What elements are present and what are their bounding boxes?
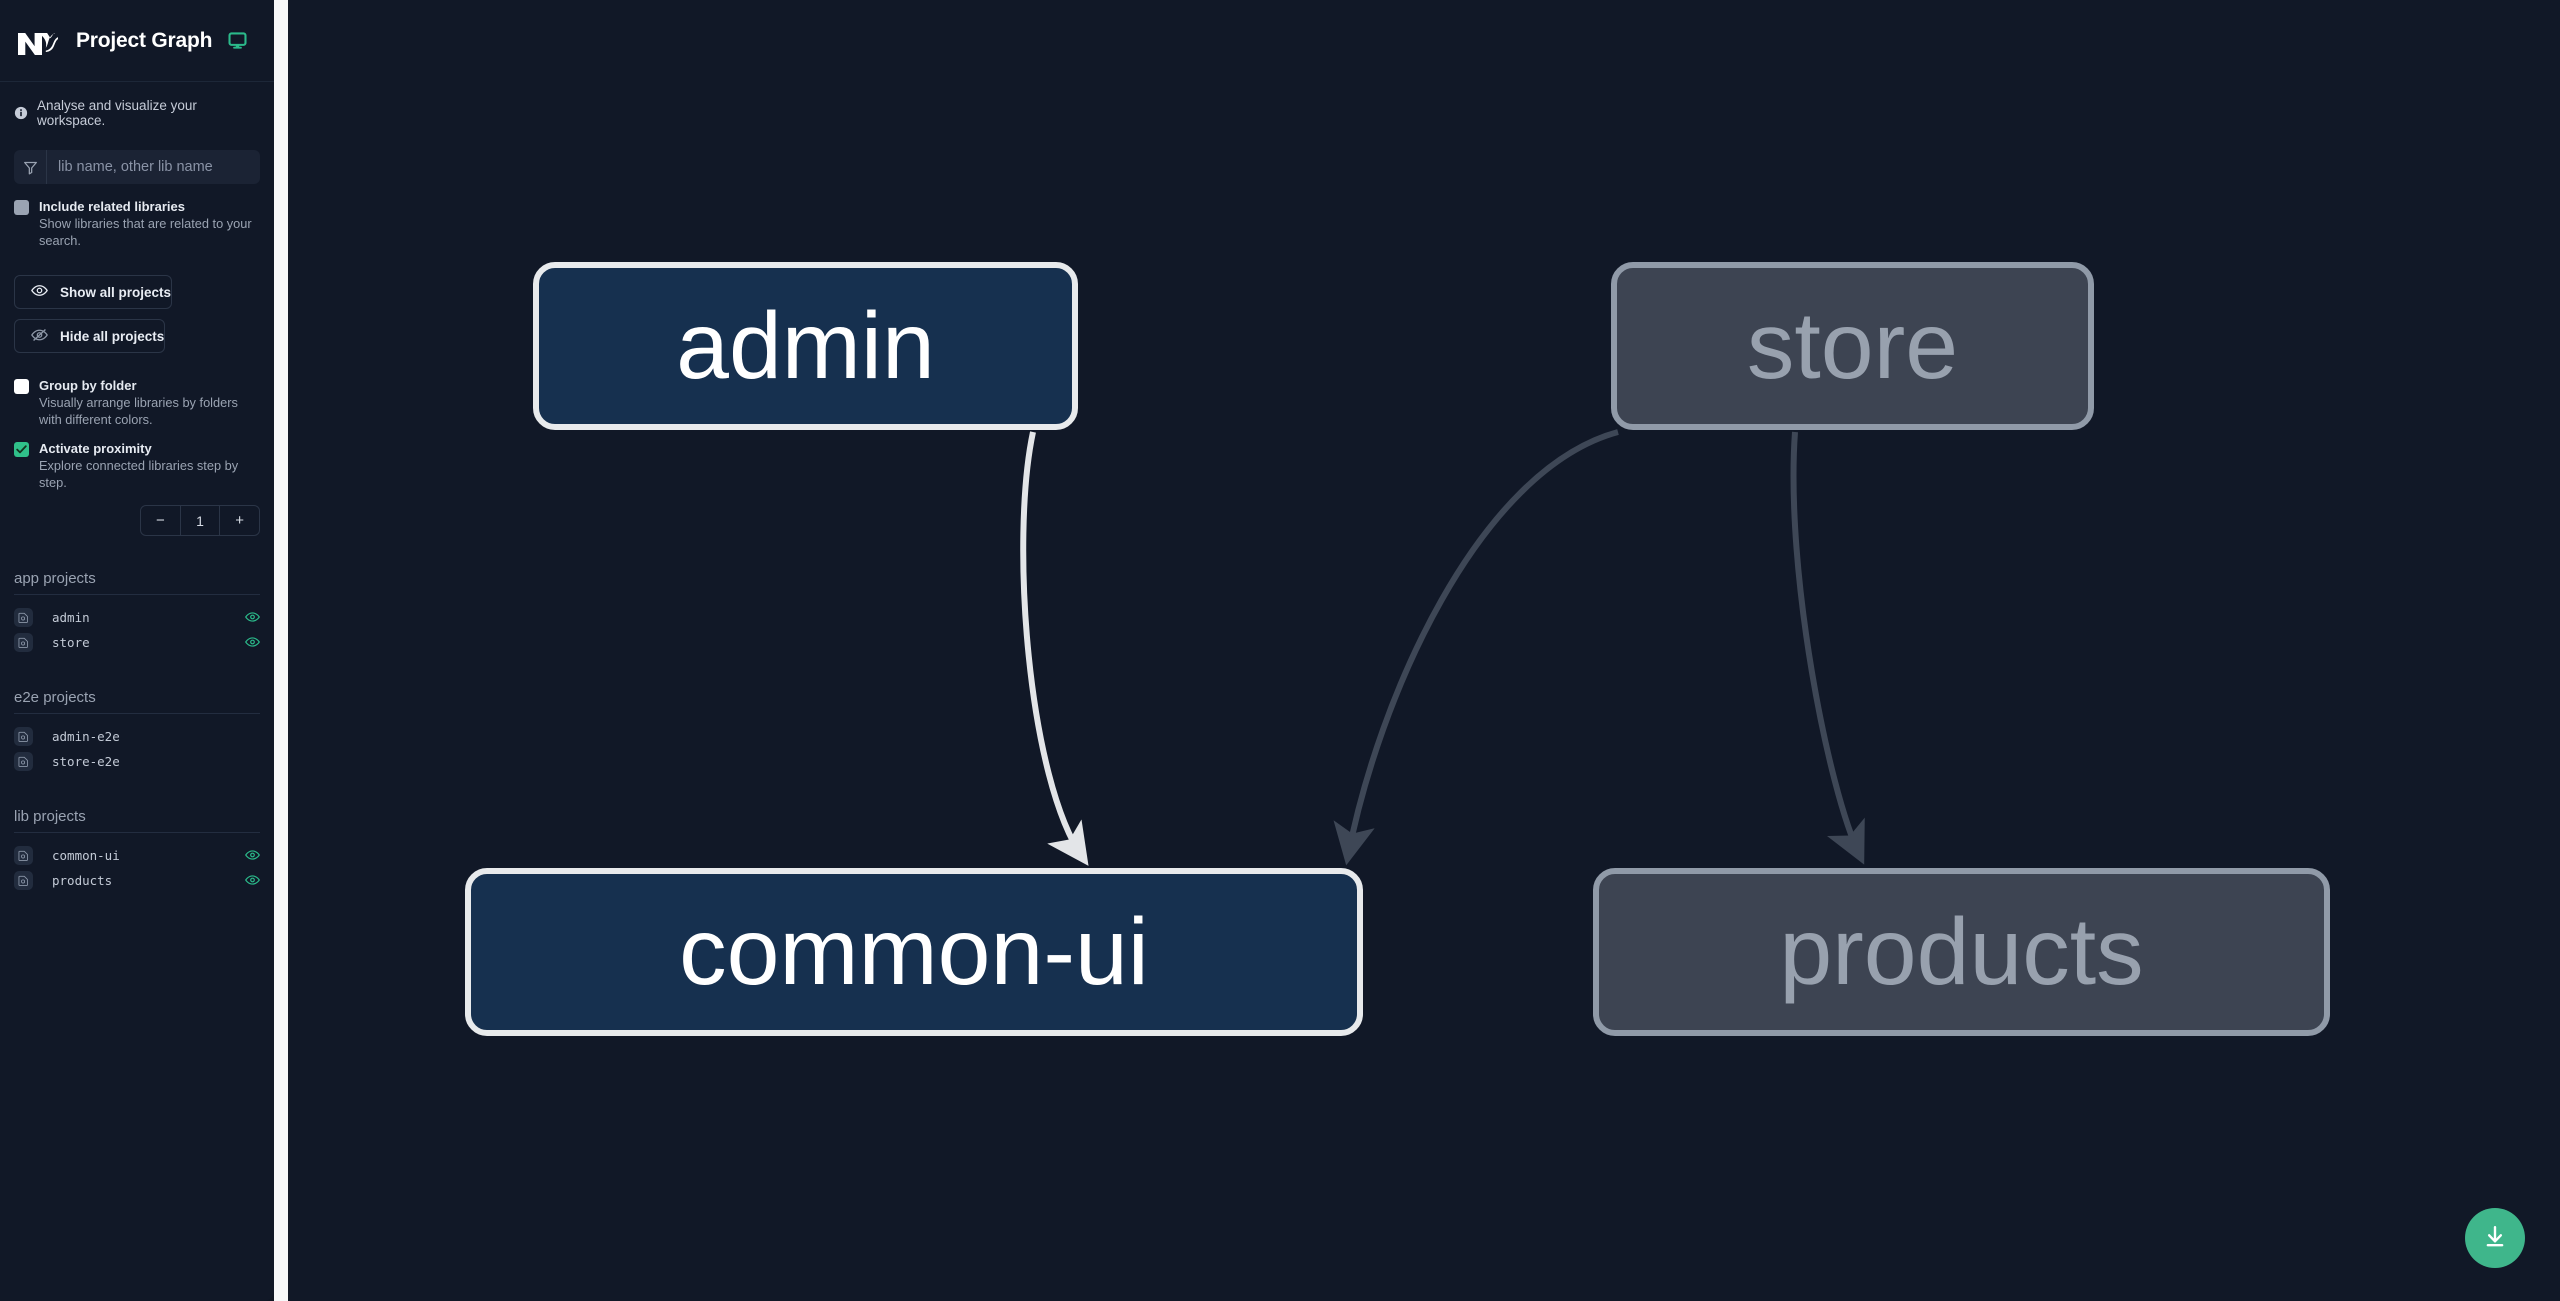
- option-group-by-folder[interactable]: Group by folder Visually arrange librari…: [0, 377, 274, 428]
- option-text: Group by folder Visually arrange librari…: [39, 377, 260, 428]
- graph-node-label: store: [1746, 292, 1959, 399]
- hide-all-projects-button[interactable]: Hide all projects: [14, 319, 166, 353]
- project-name: store-e2e: [52, 754, 120, 769]
- proximity-decrement-button[interactable]: −: [155, 512, 165, 529]
- show-all-projects-label: Show all projects: [60, 284, 172, 300]
- search-input[interactable]: [47, 150, 260, 184]
- option-description: Show libraries that are related to your …: [39, 216, 252, 248]
- group-by-folder-checkbox[interactable]: [14, 379, 29, 394]
- graph-node-label: common-ui: [679, 898, 1149, 1005]
- edge-store-to-products: [1790, 431, 1865, 865]
- option-text: Activate proximity Explore connected lib…: [39, 440, 260, 491]
- option-activate-proximity[interactable]: Activate proximity Explore connected lib…: [0, 440, 274, 491]
- edge-admin-to-common-ui: [1020, 431, 1089, 866]
- option-description: Visually arrange libraries by folders wi…: [39, 395, 238, 427]
- search-box[interactable]: [14, 150, 260, 184]
- project-file-icon: [14, 752, 33, 771]
- section-title-lib-projects: lib projects: [14, 808, 260, 833]
- tagline: Analyse and visualize your workspace.: [0, 82, 274, 128]
- eye-icon[interactable]: [245, 610, 260, 625]
- hide-all-projects-label: Hide all projects: [60, 328, 165, 344]
- sidebar: Project Graph Analyse and visualize your…: [0, 0, 274, 1301]
- project-row-store-e2e[interactable]: store-e2e: [14, 749, 260, 774]
- monitor-icon[interactable]: [228, 31, 247, 50]
- graph-node-admin[interactable]: admin: [533, 262, 1078, 430]
- filter-icon: [14, 150, 47, 184]
- eye-off-icon: [31, 328, 48, 345]
- spacer: [0, 536, 274, 570]
- spacer: [0, 774, 274, 808]
- edge-store-to-common-ui: [1333, 429, 1619, 866]
- info-icon: [14, 106, 28, 120]
- nx-logo-icon: [14, 23, 59, 59]
- spacer: [0, 655, 274, 689]
- project-file-icon: [14, 727, 33, 746]
- project-row-products[interactable]: products: [14, 868, 260, 893]
- show-all-projects-button[interactable]: Show all projects: [14, 275, 173, 309]
- project-row-common-ui[interactable]: common-ui: [14, 843, 260, 868]
- project-file-icon: [14, 608, 33, 627]
- proximity-stepper[interactable]: − 1 +: [140, 505, 260, 536]
- section-title-app-projects: app projects: [14, 570, 260, 595]
- project-file-icon: [14, 871, 33, 890]
- eye-icon[interactable]: [245, 848, 260, 863]
- project-file-icon: [14, 633, 33, 652]
- graph-node-label: admin: [676, 292, 935, 399]
- project-name: common-ui: [52, 848, 120, 863]
- project-row-admin[interactable]: admin: [14, 605, 260, 630]
- download-button[interactable]: [2465, 1208, 2525, 1268]
- option-label: Activate proximity: [39, 441, 152, 456]
- graph-edges: [1020, 429, 1865, 866]
- eye-icon[interactable]: [245, 873, 260, 888]
- project-name: admin-e2e: [52, 729, 120, 744]
- option-label: Include related libraries: [39, 199, 185, 214]
- graph-canvas[interactable]: admin store common-ui products: [288, 0, 2560, 1301]
- project-row-store[interactable]: store: [14, 630, 260, 655]
- project-name: products: [52, 873, 113, 888]
- tagline-text: Analyse and visualize your workspace.: [37, 98, 197, 128]
- section-title-e2e-projects: e2e projects: [14, 689, 260, 714]
- graph-node-common-ui[interactable]: common-ui: [465, 868, 1363, 1036]
- page-title: Project Graph: [76, 28, 213, 52]
- eye-icon[interactable]: [245, 635, 260, 650]
- sidebar-resize-handle[interactable]: [274, 0, 288, 1301]
- option-text: Include related libraries Show libraries…: [39, 198, 260, 249]
- graph-node-label: products: [1779, 898, 2144, 1005]
- download-icon: [2482, 1224, 2508, 1253]
- option-include-related-libraries[interactable]: Include related libraries Show libraries…: [0, 198, 274, 249]
- graph-node-products[interactable]: products: [1593, 868, 2330, 1036]
- proximity-increment-button[interactable]: +: [235, 512, 245, 529]
- project-name: admin: [52, 610, 90, 625]
- include-related-libraries-checkbox[interactable]: [14, 200, 29, 215]
- option-label: Group by folder: [39, 378, 137, 393]
- option-description: Explore connected libraries step by step…: [39, 458, 239, 490]
- sidebar-header: Project Graph: [0, 0, 274, 82]
- proximity-value: 1: [179, 506, 221, 535]
- project-file-icon: [14, 846, 33, 865]
- activate-proximity-checkbox[interactable]: [14, 442, 29, 457]
- project-row-admin-e2e[interactable]: admin-e2e: [14, 724, 260, 749]
- eye-icon: [31, 284, 48, 300]
- graph-node-store[interactable]: store: [1611, 262, 2094, 430]
- project-name: store: [52, 635, 90, 650]
